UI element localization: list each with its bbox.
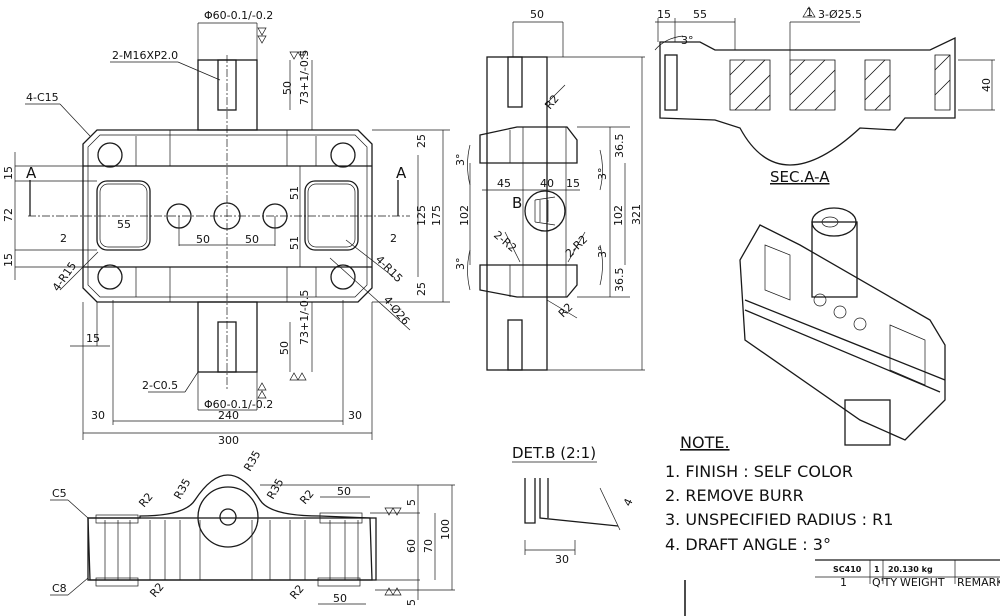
section-title: SEC.A-A	[770, 168, 830, 186]
title-block-row2-col1: 1	[840, 576, 847, 589]
detail-b: DET.B (2:1) 30 4	[512, 444, 636, 566]
side-draft-top-left: 3°	[454, 154, 467, 167]
section-hatching	[729, 54, 951, 111]
sec-holes: 3-Ø25.5	[818, 8, 862, 21]
chamfer-c15-callout: 4-C15	[26, 91, 59, 104]
hole-spacing-2: 50	[245, 233, 259, 246]
bottom-dim-100: 100	[439, 519, 452, 540]
radius-left-callout: 4-R15	[50, 260, 79, 294]
bottom-r2-3: R2	[147, 580, 166, 600]
sec-dim-55: 55	[693, 8, 707, 21]
dim-depth-50-bottom: 50	[278, 341, 291, 355]
title-block-row2-col3: WEIGHT	[900, 576, 945, 589]
note-4: 4. DRAFT ANGLE : 3°	[665, 535, 831, 554]
section-mark-right: A	[396, 164, 407, 182]
bottom-r2-4: R2	[287, 582, 306, 602]
bottom-c5: C5	[52, 487, 67, 500]
sec-dim-40: 40	[980, 78, 993, 92]
hole-spacing-1: 50	[196, 233, 210, 246]
dim-2-right: 2	[390, 232, 397, 245]
section-view: 15 55 3° 1 3-Ø25.5 40 SEC.A-A	[654, 6, 995, 186]
dim-51-bottom: 51	[288, 236, 301, 250]
detail-b-dim-4: 4	[621, 496, 636, 508]
dim-175: 175	[430, 205, 443, 226]
side-view: 50 R2 3° 3° 3° 3° 36.5 36.5 45 40 15 B 1…	[454, 8, 645, 371]
bottom-r2-1: R2	[136, 490, 155, 510]
dim-depth-73-top: 73+1/-0.5	[298, 50, 311, 105]
note-2: 2. REMOVE BURR	[665, 486, 804, 505]
note-3: 3. UNSPECIFIED RADIUS : R1	[665, 510, 893, 529]
dim-15-bottom: 15	[2, 253, 15, 267]
side-draft-bottom-right: 3°	[596, 246, 609, 259]
title-block: SC410 1 20.130 kg 1 Q'TY WEIGHT REMARKS	[684, 559, 1000, 616]
chamfer-c05-callout: 2-C0.5	[142, 379, 178, 392]
bottom-dim-50-top: 50	[337, 485, 351, 498]
side-r2-top: R2	[542, 92, 561, 112]
side-r2-bottom: R2	[556, 301, 576, 321]
dim-125: 125	[415, 205, 428, 226]
side-draft-bottom-left: 3°	[454, 258, 467, 271]
side-dim-102-left: 102	[458, 205, 471, 226]
notes-title: NOTE.	[680, 433, 730, 452]
side-dim-102-right: 102	[612, 205, 625, 226]
side-dim-45: 45	[497, 177, 511, 190]
dim-51-top: 51	[288, 186, 301, 200]
notes: NOTE. 1. FINISH : SELF COLOR 2. REMOVE B…	[665, 433, 893, 554]
side-r2-left: 2-R2	[491, 228, 519, 254]
bottom-view: C5 C8 R2 R35 R35 R35 R2 R2 R2 50 50 5 5 …	[50, 448, 455, 606]
dim-2-left: 2	[60, 232, 67, 245]
dim-25-bottom: 25	[415, 282, 428, 296]
dim-30-left: 30	[91, 409, 105, 422]
dim-240: 240	[218, 409, 239, 422]
title-block-row2-col4: REMARKS	[957, 576, 1000, 589]
front-view: Φ60-0.1/-0.2 2-M16XP2.0 4-C15 50 73+1/-0…	[2, 9, 450, 447]
dim-depth-50-top: 50	[281, 81, 294, 95]
dim-dia-bottom: Φ60-0.1/-0.2	[204, 398, 273, 411]
bottom-r35-2: R35	[264, 476, 286, 501]
side-dim-40: 40	[540, 177, 554, 190]
side-draft-top-right: 3°	[596, 168, 609, 181]
dim-30-right: 30	[348, 409, 362, 422]
bottom-dim-5-bottom: 5	[405, 599, 418, 606]
thread-callout: 2-M16XP2.0	[112, 49, 178, 62]
note-1: 1. FINISH : SELF COLOR	[665, 462, 853, 481]
side-dim-50: 50	[530, 8, 544, 21]
dim-300: 300	[218, 434, 239, 447]
bottom-r35-1: R35	[171, 476, 193, 501]
dim-55: 55	[117, 218, 131, 231]
dim-15-top: 15	[2, 166, 15, 180]
dim-dia-top: Φ60-0.1/-0.2	[204, 9, 273, 22]
side-r2-right: 2-R2	[563, 233, 590, 260]
side-dim-36-5-top: 36.5	[613, 134, 626, 159]
dim-72: 72	[2, 208, 15, 222]
quantity: 1	[874, 565, 880, 574]
bottom-dim-5-top: 5	[405, 499, 418, 506]
detail-b-title: DET.B (2:1)	[512, 444, 596, 462]
side-dim-15: 15	[566, 177, 580, 190]
section-mark-left: A	[26, 164, 37, 182]
bottom-dim-70: 70	[422, 539, 435, 553]
side-dim-321: 321	[630, 204, 643, 225]
detail-b-mark: B	[512, 194, 522, 212]
bottom-view-ribs	[104, 520, 359, 580]
dim-25-top: 25	[415, 134, 428, 148]
revision-mark: 1	[806, 6, 813, 19]
side-dim-36-5-bottom: 36.5	[613, 268, 626, 293]
sec-dim-15: 15	[657, 8, 671, 21]
sec-draft: 3°	[681, 34, 694, 47]
bottom-dim-50-bottom: 50	[333, 592, 347, 605]
holes-callout: 4-Ø26	[381, 294, 413, 328]
dim-depth-73-bottom: 73+1/-0.5	[298, 290, 311, 345]
radius-right-callout: 4-R15	[373, 253, 405, 285]
weight: 20.130 kg	[888, 565, 933, 574]
part-number: SC410	[833, 565, 862, 574]
dim-15-lower: 15	[86, 332, 100, 345]
isometric-view	[739, 207, 946, 446]
detail-b-dim-30: 30	[555, 553, 569, 566]
title-block-row2-col2: Q'TY	[872, 576, 897, 589]
bottom-r2-2: R2	[297, 487, 316, 507]
bottom-c8: C8	[52, 582, 67, 595]
bottom-dim-60: 60	[405, 539, 418, 553]
bottom-r35-top: R35	[241, 448, 263, 473]
